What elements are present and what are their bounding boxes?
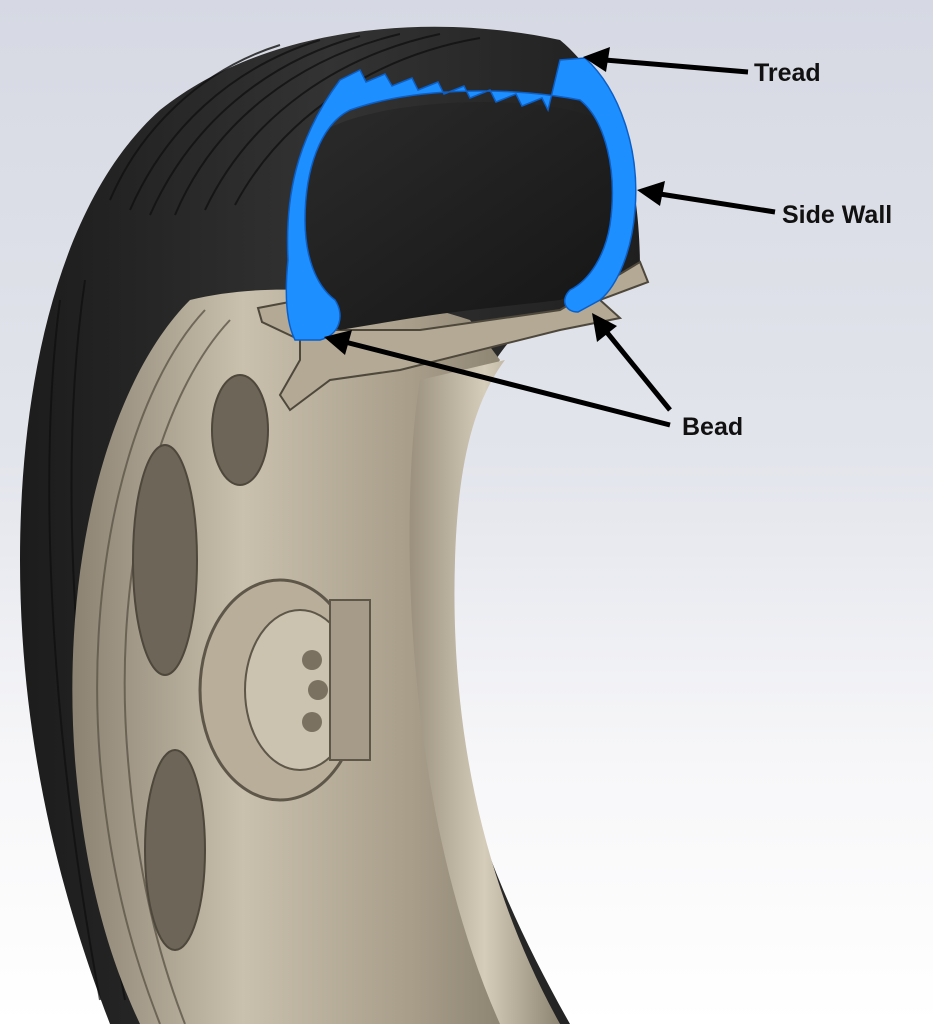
wheel-hub xyxy=(198,578,371,802)
tire-cross-section-highlight xyxy=(285,57,637,341)
bead-label: Bead xyxy=(682,413,744,441)
side-wall-label: Side Wall xyxy=(782,201,893,229)
tread-arrow xyxy=(583,47,749,75)
wheel-rim xyxy=(72,289,560,1024)
bead-arrow-left xyxy=(324,330,671,428)
callout-arrows xyxy=(324,47,776,428)
tread-label: Tread xyxy=(754,59,821,87)
tire-inner-cavity xyxy=(300,102,624,330)
spoke-window xyxy=(132,374,269,951)
bead-arrow-right xyxy=(592,313,672,412)
side-wall-arrow xyxy=(637,181,776,215)
rim-cross-section xyxy=(256,260,650,412)
